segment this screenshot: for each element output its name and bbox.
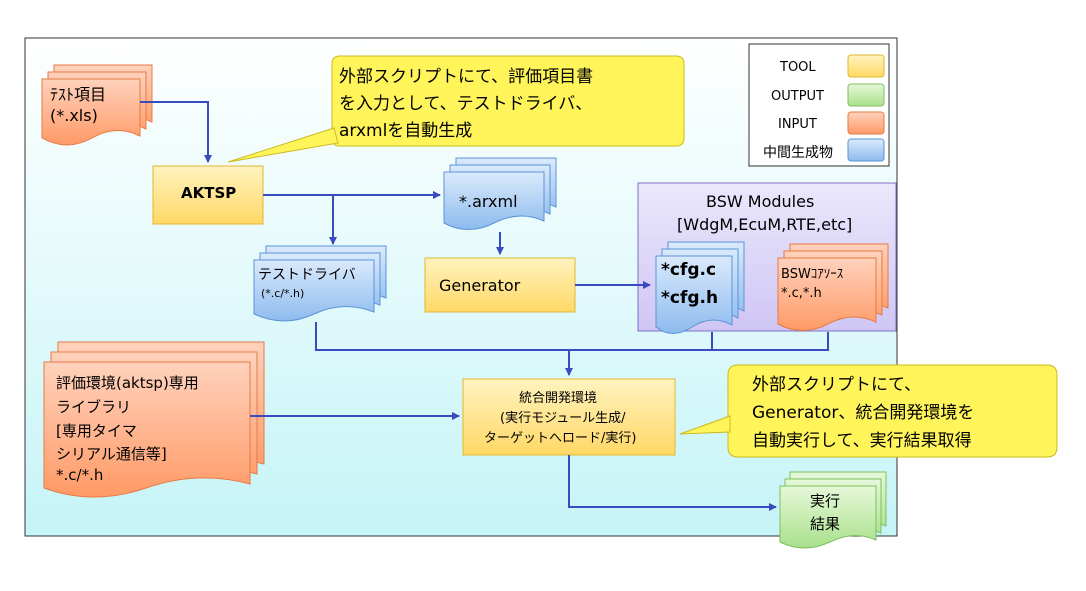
cfg-h-label: *cfg.h bbox=[661, 288, 719, 308]
test-items-doc bbox=[41, 64, 153, 146]
callout-top-shape bbox=[331, 55, 685, 147]
test-items-title: ﾃｽﾄ項目 bbox=[50, 85, 107, 104]
callout-right-shape bbox=[727, 364, 1058, 458]
callout-right-line2: Generator、統合開発環境を bbox=[752, 403, 975, 423]
ide-box bbox=[462, 378, 676, 456]
callout-top-line1: 外部スクリプトにて、評価項目書 bbox=[339, 67, 594, 87]
library-line3: [専用タイマ bbox=[56, 422, 137, 440]
arrows bbox=[140, 101, 829, 511]
cfg-doc bbox=[655, 241, 745, 334]
library-line5: *.c/*.h bbox=[56, 466, 104, 484]
arxml-label: *.arxml bbox=[459, 192, 518, 211]
legend bbox=[748, 43, 890, 167]
arrow-items-to-aktsp bbox=[140, 101, 212, 163]
bsw-core-doc bbox=[777, 243, 889, 331]
legend-label-tool: TOOL bbox=[780, 60, 816, 75]
test-items-ext: (*.xls) bbox=[50, 106, 98, 125]
generator-box bbox=[424, 257, 576, 313]
ide-line2: (実行モジュール生成/ bbox=[500, 411, 626, 426]
results-line1: 実行 bbox=[810, 492, 841, 510]
bsw-modules-title: BSW Modules bbox=[706, 192, 815, 211]
legend-swatch-intermediate bbox=[847, 138, 885, 162]
legend-label-intermediate: 中間生成物 bbox=[763, 145, 833, 161]
test-driver-doc bbox=[253, 245, 387, 322]
bsw-core-title: BSWｺｱｿｰｽ bbox=[781, 267, 844, 282]
callout-top-tail bbox=[227, 127, 339, 163]
test-driver-ext: (*.c/*.h) bbox=[261, 287, 305, 300]
library-line4: シリアル通信等] bbox=[56, 445, 167, 463]
legend-swatch-input bbox=[847, 111, 885, 135]
test-driver-title: テストドライバ bbox=[258, 267, 356, 283]
aktsp-box bbox=[152, 165, 264, 225]
callout-top-line2: を入力として、テストドライバ、 bbox=[339, 94, 593, 114]
legend-label-output: OUTPUT bbox=[771, 89, 824, 104]
ide-line1: 統合開発環境 bbox=[519, 391, 598, 406]
bsw-modules-subtitle: [WdgM,EcuM,RTE,etc] bbox=[677, 215, 853, 234]
ide-line3: ターゲットへロード/実行) bbox=[484, 431, 637, 446]
legend-swatch-output bbox=[847, 83, 885, 107]
arrow-driver-to-ide bbox=[315, 322, 829, 375]
library-doc bbox=[43, 341, 265, 498]
cfg-c-label: *cfg.c bbox=[661, 260, 717, 280]
arrow-ide-to-results bbox=[568, 455, 777, 511]
bsw-core-ext: *.c,*.h bbox=[781, 286, 822, 301]
library-line2: ライブラリ bbox=[56, 398, 132, 416]
aktsp-label: AKTSP bbox=[181, 184, 237, 202]
legend-label-input: INPUT bbox=[778, 117, 817, 132]
generator-label: Generator bbox=[439, 276, 521, 295]
callout-right-tail bbox=[679, 415, 731, 435]
results-doc bbox=[779, 471, 887, 549]
arxml-doc bbox=[443, 157, 557, 230]
callout-right-line3: 自動実行して、実行結果取得 bbox=[752, 431, 972, 451]
callout-top-line3: arxmlを自動生成 bbox=[339, 121, 473, 141]
legend-swatch-tool bbox=[847, 54, 885, 78]
results-line2: 結果 bbox=[810, 515, 841, 533]
library-line1: 評価環境(aktsp)専用 bbox=[56, 374, 199, 392]
callout-right-line1: 外部スクリプトにて、 bbox=[752, 375, 922, 395]
